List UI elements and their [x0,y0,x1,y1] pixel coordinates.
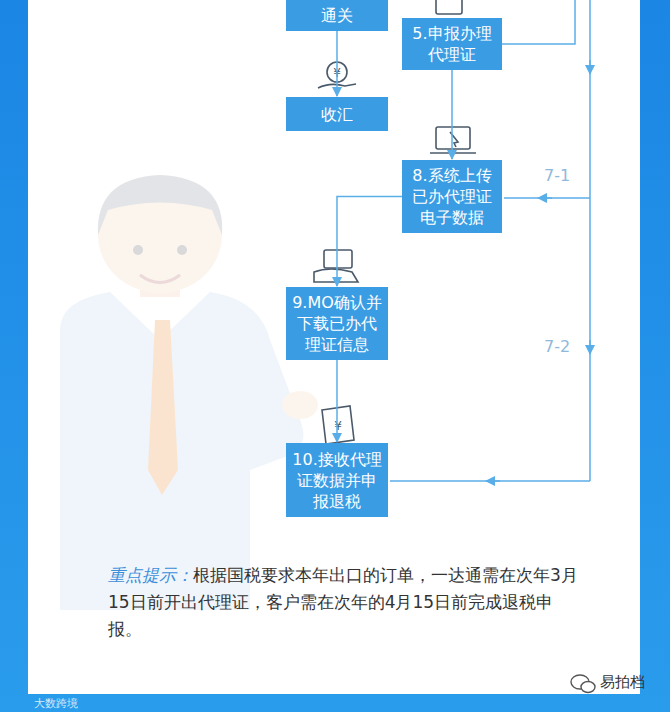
watermark: 易拍档 [600,673,645,692]
note-heading: 重点提示： [108,565,193,585]
step-text: 8.系统上传已办代理证电子数据 [408,165,496,228]
process-box: 8.系统上传已办代理证电子数据 [402,160,502,233]
wechat-icon [571,675,595,693]
process-box: 10.接收代理证数据并申报退税 [286,443,388,517]
flow-arrow [336,360,338,442]
flow-arrow [337,197,402,287]
step-text: 5.申报办理代理证 [408,23,496,65]
branch-label: 7-1 [542,166,572,185]
svg-text:¥: ¥ [334,419,342,433]
flow-lines [390,0,590,481]
step-text: 10.接收代理证数据并申报退税 [292,449,382,512]
process-box: 通关 [286,0,388,31]
flow-arrow [451,70,453,159]
flow-arrow [336,31,338,96]
note-block: 重点提示：根据国税要求本年出口的订单，一达通需在次年3月15日前开出代理证，客户… [108,562,578,643]
watermark: 大数跨境 [34,696,78,711]
branch-label: 7-2 [542,337,572,356]
man-figure [60,175,318,610]
process-box: 收汇 [286,97,388,131]
step-text: 通关 [321,5,353,26]
process-box: 5.申报办理代理证 [402,18,502,70]
process-box: 9.MO确认并下载已办代理证信息 [286,287,388,360]
step-text: 9.MO确认并下载已办代理证信息 [292,292,382,355]
step-text: 收汇 [321,104,353,125]
